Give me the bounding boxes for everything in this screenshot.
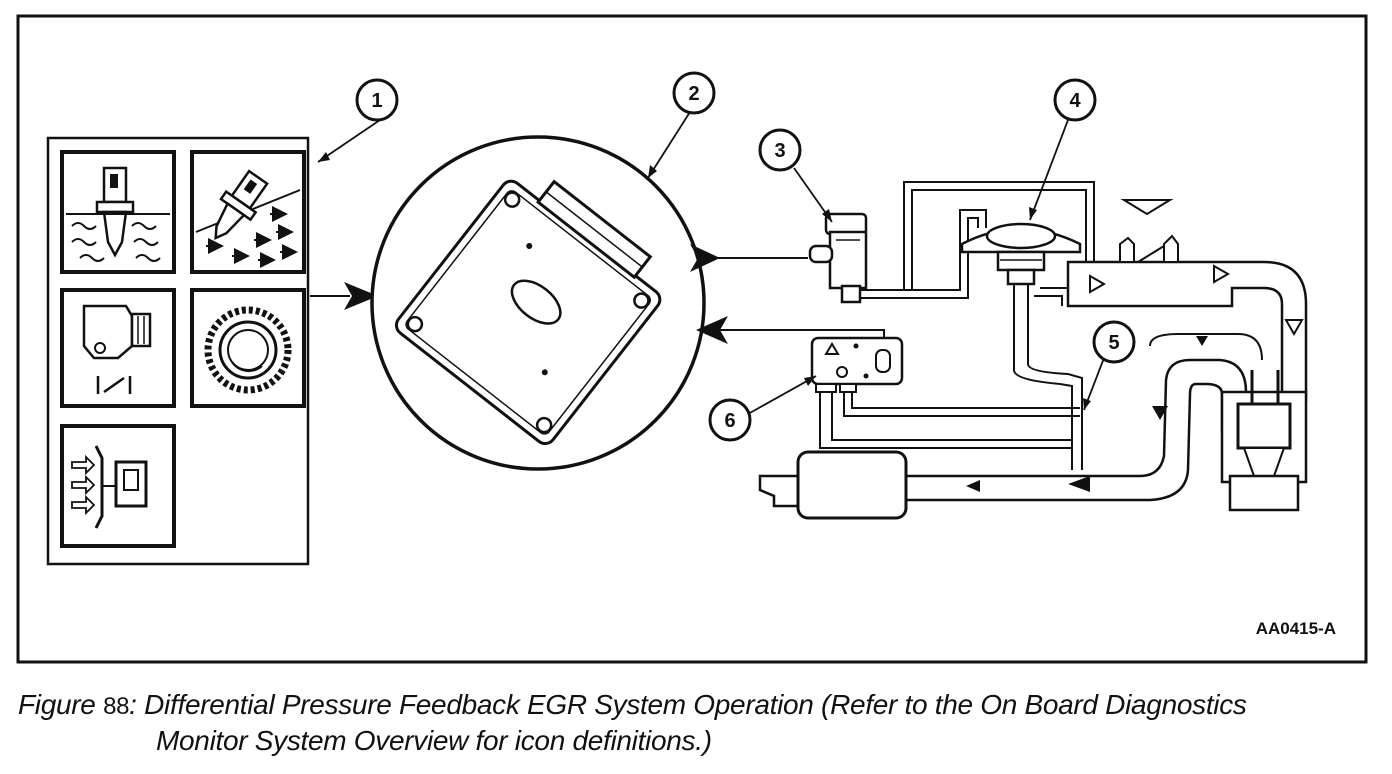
figure-caption: Figure 88: Differential Pressure Feedbac… [18,688,1378,758]
caption-figure-number: 88 [103,693,130,720]
callout-3-label: 3 [774,140,785,162]
pcm-module [370,135,706,471]
input-arrow-head [344,282,378,310]
callout-4: 4 [1029,78,1097,221]
input-sensors-panel [46,136,310,566]
callout-4-label: 4 [1069,90,1081,112]
evr-solenoid [808,212,868,304]
throttle-position-sensor-icon [60,288,176,408]
dpfe-input-arrow-head [696,316,728,344]
caption-separator: : [129,689,137,720]
figure-code: AA0415-A [1256,619,1336,638]
caption-line-2: Monitor System Overview for icon definit… [156,725,712,756]
mass-air-flow-sensor-icon [60,424,176,548]
callout-6: 6 [708,375,817,442]
callout-1-label: 1 [371,90,382,112]
callout-6-label: 6 [724,410,735,432]
dpfe-sensor [810,336,904,393]
callout-2: 2 [647,71,716,179]
vacuum-hoses [860,181,1095,299]
pcm-output-arrow-head [690,244,720,272]
callout-1: 1 [317,78,399,163]
callout-3: 3 [758,128,833,223]
egr-tubes [819,284,1083,470]
callout-5: 5 [1083,320,1136,411]
caption-line-1: Differential Pressure Feedback EGR Syste… [144,689,1247,720]
intake-manifold [1066,199,1308,402]
crankshaft-sensor-icon [190,288,306,408]
engine-cylinder [1220,370,1308,512]
callout-5-label: 5 [1108,332,1119,354]
caption-prefix: Figure [18,689,96,720]
egr-valve [960,222,1082,286]
coolant-temp-sensor-icon [60,150,176,274]
air-temp-sensor-icon [190,150,306,274]
callout-2-label: 2 [688,83,699,105]
